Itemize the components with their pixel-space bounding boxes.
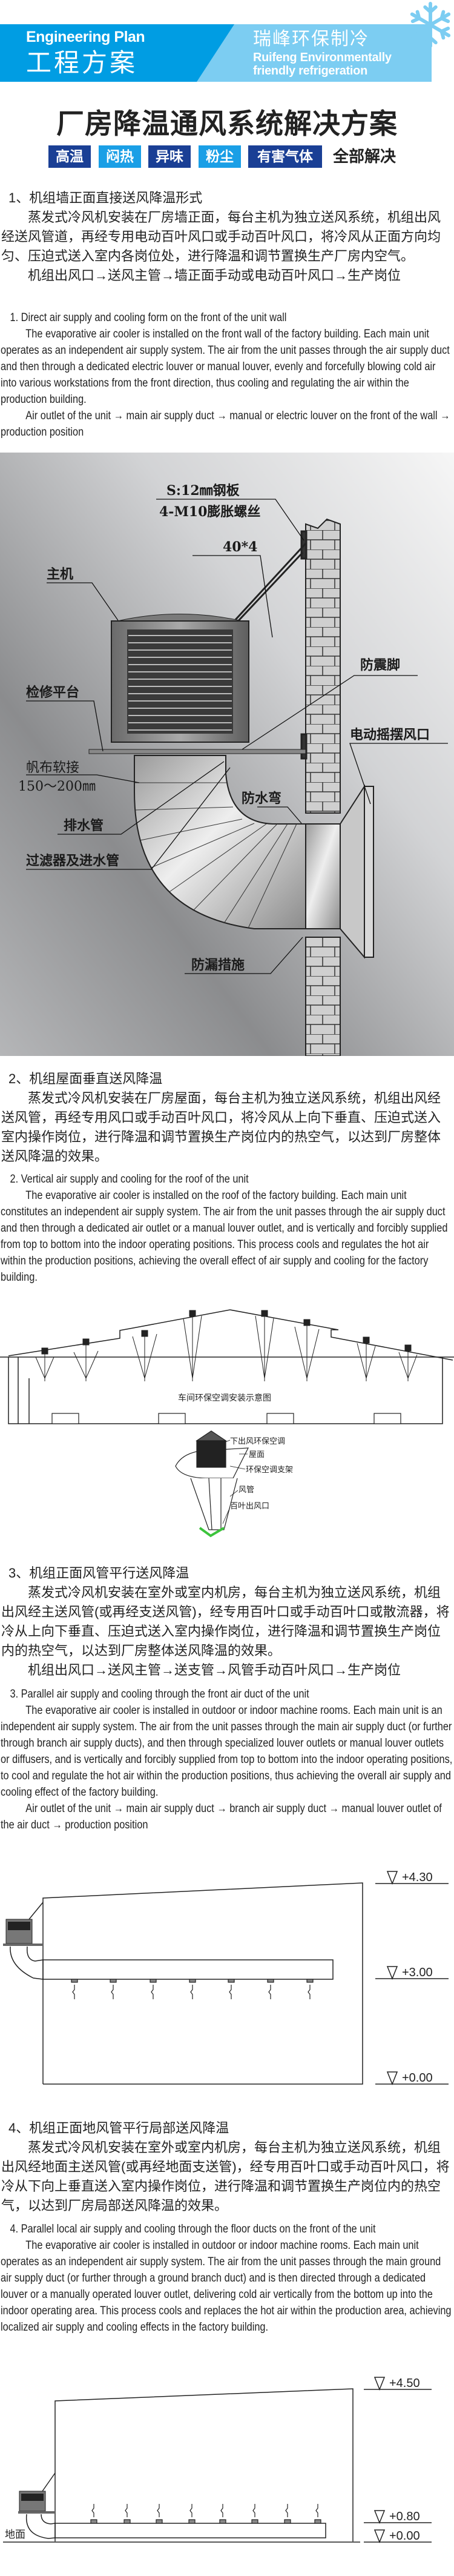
label-canvas-joint: 帆布软接: [26, 760, 79, 775]
tag-high-temperature: 高温: [48, 145, 91, 168]
section-flow: 机组出风口→送风主管→送支管→风管手动百叶风口→生产岗位: [28, 1662, 401, 1678]
elevation-marks: [364, 2377, 432, 2544]
main-supply-duct: [42, 1959, 334, 1980]
label-roof: 屋面: [249, 1450, 265, 1459]
elevation-marks: [375, 1871, 449, 2086]
section-body-en: The evaporative air cooler is installed …: [1, 328, 450, 406]
section-1-en: 1. Direct air supply and cooling form on…: [1, 310, 452, 440]
roof-unit-detail: [175, 1430, 249, 1538]
elevation-label: +4.30: [402, 1871, 433, 1884]
roof-units: [35, 1310, 418, 1381]
section-heading-en: 2. Vertical air supply and cooling for t…: [10, 1173, 249, 1186]
label-expansion-bolts: 4-M10膨胀螺丝: [159, 504, 260, 520]
section-heading-en: 4. Parallel local air supply and cooling…: [10, 2223, 376, 2236]
section-flow: 机组出风口→送风主管→墙正面手动或电动百叶风口→生产岗位: [28, 268, 401, 283]
wall-unit: [18, 2491, 55, 2514]
label-swing-outlet: 电动摇摆风口: [350, 727, 430, 743]
leader-lines: [26, 499, 448, 974]
section-body-en: The evaporative air cooler is installed …: [1, 1704, 453, 1799]
tag-harmful-gas: 有害气体: [248, 145, 322, 168]
page-title: 厂房降温通风系统解决方案: [56, 108, 398, 139]
section-4-cn: 4、机组正面地风管平行局部送风降温 蒸发式冷风机安装在室外或室内机房，每台主机为…: [1, 2119, 453, 2216]
label-platform: 检修平台: [26, 685, 79, 700]
section-flow-en: Air outlet of the unit → main air supply…: [1, 410, 450, 439]
elevation-label: +0.80: [389, 2510, 420, 2523]
wall-install-diagram: S:12㎜钢板 4-M10膨胀螺丝 40*4 主机 防震脚 检修平台 电动摇摆风…: [0, 453, 454, 1056]
label-angle-steel: 40*4: [223, 539, 257, 555]
section-heading: 4、机组正面地风管平行局部送风降温: [8, 2120, 229, 2136]
section-heading: 3、机组正面风管平行送风降温: [8, 1565, 189, 1581]
workstations: [51, 1413, 401, 1424]
banner-right: [197, 24, 432, 82]
tags-suffix: 全部解决: [333, 147, 396, 165]
label-filter-inlet: 过滤器及进水管: [26, 853, 119, 869]
roof-line: [8, 1309, 453, 1361]
label-bracket: 环保空调支架: [246, 1465, 293, 1474]
floor-supply-duct: [54, 2523, 326, 2538]
elbow-seams: [134, 782, 297, 929]
section-4-en: 4. Parallel local air supply and cooling…: [1, 2221, 452, 2335]
elevation-label: +3.00: [402, 1966, 433, 1979]
label-steel-plate: S:12㎜钢板: [166, 483, 240, 499]
diagram-caption: 车间环保空调安装示意图: [178, 1393, 271, 1403]
building-outline: [42, 1882, 363, 2085]
section-heading-en: 3. Parallel air supply and cooling throu…: [10, 1688, 309, 1701]
label-downflow-unit: 下出风环保空调: [230, 1436, 285, 1446]
engineering-plan-cn-label: 工程方案: [26, 48, 138, 77]
snowflake-icon: [410, 1, 451, 48]
floor-duct-diagram: +4.50 +0.80 +0.00 地面: [3, 2377, 432, 2544]
ceiling-duct-diagram: +4.30 +3.00 +0.00: [3, 1871, 449, 2086]
label-ground: 地面: [5, 2529, 25, 2540]
section-2-en: 2. Vertical air supply and cooling for t…: [1, 1171, 452, 1286]
air-cooler-unit: [111, 614, 249, 743]
brand-name-cn: 瑞峰环保制冷: [253, 29, 369, 49]
label-louver-outlet: 百叶出风口: [230, 1501, 269, 1510]
swing-louver-outlet: [364, 786, 374, 958]
section-1-cn: 1、机组墙正面直接送风降温形式 蒸发式冷风机安装在厂房墙正面，每台主机为独立送风…: [1, 188, 453, 285]
tag-dust: 粉尘: [199, 145, 241, 168]
brand-name-en: Ruifeng Environmentally friendly refrige…: [253, 51, 392, 78]
section-body: 蒸发式冷风机安装在室外或室内机房，每台主机为独立送风系统，机组出风经地面主送风管…: [1, 2140, 450, 2213]
section-heading: 2、机组屋面垂直送风降温: [8, 1071, 163, 1086]
section-body-en: The evaporative air cooler is installed …: [1, 2239, 452, 2334]
label-leak-prevention: 防漏措施: [191, 957, 245, 973]
tag-stuffy: 闷热: [99, 145, 141, 168]
elevation-label: +4.50: [389, 2377, 420, 2390]
section-body: 蒸发式冷风机安装在室外或室内机房，每台主机为独立送风系统，机组出风经主送风管(或…: [1, 1585, 450, 1658]
floor-outlets: [90, 2504, 321, 2524]
label-canvas-size: 150～200㎜: [18, 779, 96, 794]
elbow-duct: [134, 755, 306, 929]
label-main-unit: 主机: [47, 566, 73, 582]
brand-en-line2: friendly refrigeration: [253, 64, 367, 78]
brand-en-line1: Ruifeng Environmentally: [253, 51, 392, 64]
section-flow-en: Air outlet of the unit → main air supply…: [1, 1802, 442, 1831]
wall-unit: [3, 1919, 43, 1946]
engineering-plan-label: Engineering Plan: [26, 28, 145, 45]
elevation-label: +0.00: [402, 2071, 433, 2085]
roof-install-diagram: 车间环保空调安装示意图 下出风环保空调 屋面 环保空调支架 风管 百叶出风口: [0, 1309, 454, 1538]
building-outline: [54, 2388, 354, 2541]
section-body-en: The evaporative air cooler is installed …: [1, 1189, 448, 1284]
label-anti-vibration: 防震脚: [360, 657, 400, 673]
elevation-label: +0.00: [389, 2529, 420, 2543]
section-heading: 1、机组墙正面直接送风降温形式: [8, 190, 203, 205]
section-body: 蒸发式冷风机安装在厂房墙正面，每台主机为独立送风系统，机组出风经送风管道，再经专…: [1, 210, 441, 264]
louver-outlet-green: [199, 1527, 225, 1538]
label-waterproof-bend: 防水弯: [242, 791, 281, 806]
section-heading-en: 1. Direct air supply and cooling form on…: [10, 311, 287, 324]
label-duct: 风管: [239, 1485, 254, 1494]
service-platform: [88, 749, 306, 754]
section-3-en: 3. Parallel air supply and cooling throu…: [1, 1686, 452, 1833]
section-body: 蒸发式冷风机安装在厂房屋面，每台主机为独立送风系统，机组出风经送风管，再经专用风…: [1, 1090, 441, 1164]
brick-wall: [305, 518, 341, 1056]
section-2-cn: 2、机组屋面垂直送风降温 蒸发式冷风机安装在厂房屋面，每台主机为独立送风系统，机…: [1, 1069, 453, 1166]
tag-odor: 异味: [148, 145, 191, 168]
banner-left: [0, 24, 236, 82]
label-drain-pipe: 排水管: [64, 818, 104, 834]
duct-outlets: [71, 1979, 314, 1999]
section-3-cn: 3、机组正面风管平行送风降温 蒸发式冷风机安装在室外或室内机房，每台主机为独立送…: [1, 1564, 453, 1680]
